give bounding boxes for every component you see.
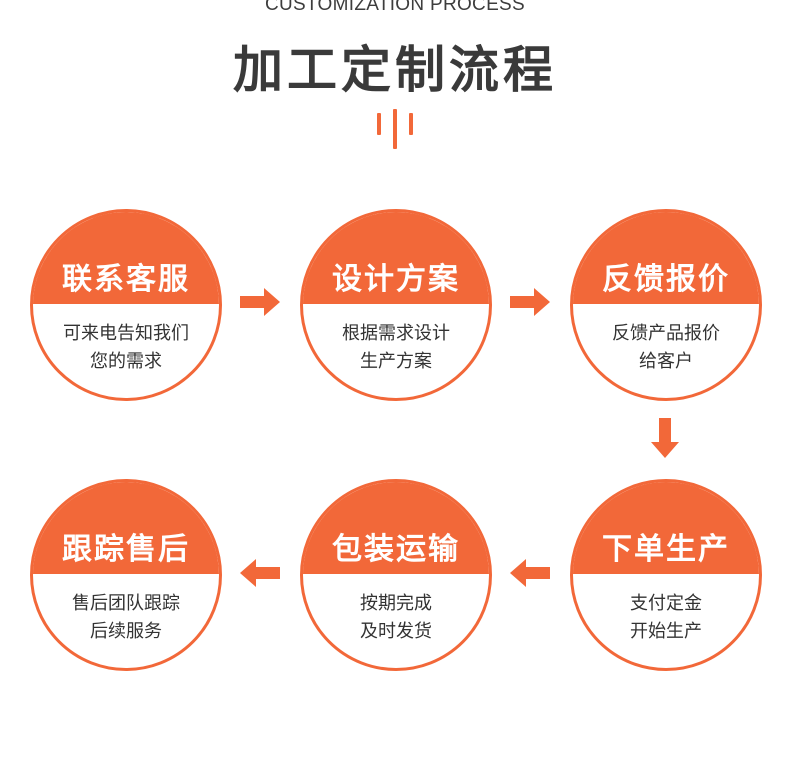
section-subtitle: CUSTOMIZATION PROCESS (264, 0, 525, 15)
step-title: 反馈报价 (602, 262, 730, 297)
step-description-line: 根据需求设计 (342, 323, 450, 344)
step-description-line: 支付定金 (630, 593, 702, 614)
step-description-line: 售后团队跟踪 (72, 593, 180, 614)
step-description: 反馈产品报价 给客户 (583, 320, 749, 376)
step-description-line: 及时发货 (360, 621, 432, 642)
step-title: 联系客服 (62, 262, 190, 297)
step-packing-shipping: 包装运输 按期完成 及时发货 (300, 479, 492, 671)
step-design-plan: 设计方案 根据需求设计 生产方案 (300, 209, 492, 401)
arrow-left-icon (240, 559, 280, 587)
step-description-line: 开始生产 (630, 621, 702, 642)
step-description-line: 反馈产品报价 (612, 323, 720, 344)
step-header-bg (573, 482, 759, 574)
arrow-right-icon (240, 288, 280, 316)
step-description: 根据需求设计 生产方案 (313, 320, 479, 376)
step-feedback-quote: 反馈报价 反馈产品报价 给客户 (570, 209, 762, 401)
step-header-bg (33, 482, 219, 574)
title-divider (377, 109, 413, 149)
step-description-line: 可来电告知我们 (63, 323, 189, 344)
step-description-line: 后续服务 (90, 621, 162, 642)
step-title: 包装运输 (332, 532, 460, 567)
step-title: 设计方案 (332, 262, 460, 297)
arrow-down-icon (651, 418, 679, 458)
step-description-line: 按期完成 (360, 593, 432, 614)
step-header-bg (33, 212, 219, 304)
step-description: 可来电告知我们 您的需求 (43, 320, 209, 376)
arrow-left-icon (510, 559, 550, 587)
step-order-production: 下单生产 支付定金 开始生产 (570, 479, 762, 671)
step-title: 跟踪售后 (62, 532, 190, 567)
page-title: 加工定制流程 (233, 41, 557, 99)
step-description: 按期完成 及时发货 (313, 590, 479, 646)
step-description: 支付定金 开始生产 (583, 590, 749, 646)
step-header-bg (573, 212, 759, 304)
step-description-line: 生产方案 (360, 351, 432, 372)
step-title: 下单生产 (602, 532, 730, 567)
step-header-bg (303, 212, 489, 304)
step-description: 售后团队跟踪 后续服务 (43, 590, 209, 646)
step-header-bg (303, 482, 489, 574)
arrow-right-icon (510, 288, 550, 316)
step-after-sales: 跟踪售后 售后团队跟踪 后续服务 (30, 479, 222, 671)
step-contact-service: 联系客服 可来电告知我们 您的需求 (30, 209, 222, 401)
step-description-line: 您的需求 (90, 351, 162, 372)
step-description-line: 给客户 (639, 351, 693, 372)
